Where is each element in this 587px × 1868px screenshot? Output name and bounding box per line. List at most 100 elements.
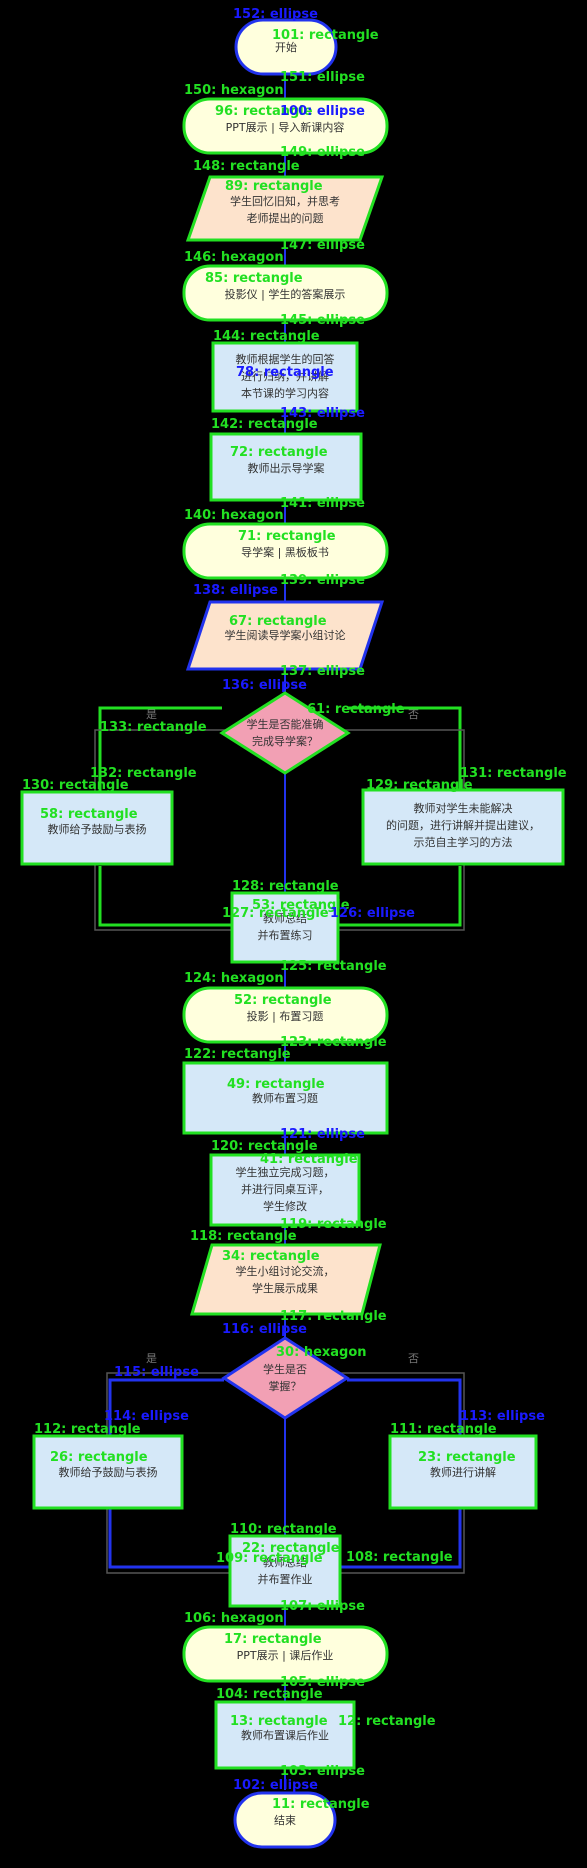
label-118: 118: rectangle (190, 1229, 297, 1244)
group-discussion-text: 学生阅读导学案小组讨论 (225, 628, 346, 642)
label-30: 30: hexagon (276, 1345, 367, 1360)
label-109: 109: rectangle (216, 1551, 323, 1566)
summary-exercise-text-1: 教师总结 (263, 911, 307, 925)
label-22: 22: rectangle (242, 1541, 340, 1556)
label-96: 96: rectangle (215, 104, 313, 119)
end-text: 结束 (274, 1814, 296, 1827)
label-26: 26: rectangle (50, 1450, 148, 1465)
homework-ppt-text: PPT展示 | 课后作业 (237, 1649, 334, 1662)
label-72: 72: rectangle (230, 445, 328, 460)
label-123: 123: rectangle (280, 1035, 387, 1050)
label-149: 149: ellipse (280, 145, 365, 160)
independent-work-text-2: 并进行同桌互评， (241, 1182, 329, 1196)
start-node: 开始 (234, 18, 338, 76)
label-147: 147: ellipse (280, 238, 365, 253)
start-text: 开始 (275, 40, 297, 54)
label-103: 103: ellipse (280, 1764, 365, 1779)
label-17: 17: rectangle (224, 1632, 322, 1647)
group-exchange-node: 学生小组讨论交流， 学生展示成果 (190, 1243, 382, 1316)
yes-label-2: 是 (146, 1352, 157, 1365)
no-label: 否 (408, 708, 419, 721)
label-52: 52: rectangle (234, 993, 332, 1008)
label-142: 142: rectangle (211, 417, 318, 432)
label-100: 100: ellipse (280, 104, 365, 119)
label-115: 115: ellipse (114, 1365, 199, 1380)
praise-text: 教师给予鼓励与表扬 (48, 822, 147, 836)
label-148: 148: rectangle (193, 159, 300, 174)
recall-text-2: 老师提出的问题 (247, 211, 324, 225)
board-node: 导学案 | 黑板板书 (182, 522, 389, 580)
no-branch-line (348, 706, 462, 792)
assign-exercise-node: 教师布置习题 (182, 1061, 389, 1135)
label-122: 122: rectangle (184, 1047, 291, 1062)
label-53: 53: rectangle (252, 898, 350, 913)
label-67: 67: rectangle (229, 614, 327, 629)
decision-complete-node: 学生是否能准确 完成导学案？ (219, 691, 351, 775)
teacher-summary-text-2: 进行归纳，并讲解 (241, 369, 329, 383)
label-106: 106: hexagon (184, 1611, 284, 1626)
label-145: 145: ellipse (280, 313, 365, 328)
label-125: 125: rectangle (280, 959, 387, 974)
label-34: 34: rectangle (222, 1249, 320, 1264)
merge-line-right-2 (340, 1508, 462, 1569)
lecture-text: 教师进行讲解 (430, 1465, 496, 1479)
teacher-summary-text-3: 本节课的学习内容 (241, 386, 329, 400)
label-78: 78: rectangle (236, 365, 334, 380)
label-119: 119: rectangle (280, 1217, 387, 1232)
yes-branch-line (98, 706, 222, 792)
no-branch-line-2 (347, 1378, 462, 1435)
label-23: 23: rectangle (418, 1450, 516, 1465)
label-113: 113: ellipse (460, 1409, 545, 1424)
label-11: 11: rectangle (272, 1797, 370, 1812)
end-node: 结束 (233, 1791, 337, 1849)
label-105: 105: ellipse (280, 1675, 365, 1690)
label-117: 117: rectangle (280, 1309, 387, 1324)
label-131: 131: rectangle (460, 766, 567, 781)
annotation-labels: 152: ellipse 101: rectangle 151: ellipse… (22, 7, 567, 1812)
merge-line-left-2 (108, 1508, 230, 1569)
lecture-node: 教师进行讲解 (388, 1434, 538, 1510)
label-136: 136: ellipse (222, 678, 307, 693)
label-102: 102: ellipse (233, 1778, 318, 1793)
label-144: 144: rectangle (213, 329, 320, 344)
summary-homework-text-1: 教师总结 (263, 1555, 307, 1569)
group-exchange-text-2: 学生展示成果 (252, 1281, 318, 1295)
projection-node: 投影 | 布置习题 (182, 986, 389, 1044)
summary-homework-node: 教师总结 并布置作业 (228, 1534, 342, 1608)
label-120: 120: rectangle (211, 1139, 318, 1154)
label-121: 121: ellipse (280, 1127, 365, 1142)
yes-branch-line-2 (108, 1378, 224, 1435)
label-138: 138: ellipse (193, 583, 278, 598)
decision-master-text-2: 掌握？ (269, 1379, 302, 1393)
praise-text-2: 教师给予鼓励与表扬 (59, 1465, 158, 1479)
group-exchange-text-1: 学生小组讨论交流， (236, 1264, 335, 1278)
label-152: 152: ellipse (233, 7, 318, 22)
decision-master-text-1: 学生是否 (263, 1362, 307, 1376)
summary-exercise-node: 教师总结 并布置练习 (230, 891, 340, 964)
projector-text: 投影仪 | 学生的答案展示 (225, 287, 346, 301)
summary-exercise-text-2: 并布置练习 (258, 928, 313, 942)
recall-text-1: 学生回忆旧知，并思考 (230, 194, 340, 208)
label-116: 116: ellipse (222, 1322, 307, 1337)
merge-line-left (98, 866, 232, 927)
label-129: 129: rectangle (366, 778, 473, 793)
label-151: 151: ellipse (280, 70, 365, 85)
label-126: 126: ellipse (330, 906, 415, 921)
independent-work-text-1: 学生独立完成习题， (236, 1165, 335, 1179)
homework-ppt-node: PPT展示 | 课后作业 (182, 1625, 389, 1683)
independent-work-node: 学生独立完成习题， 并进行同桌互评， 学生修改 (209, 1153, 361, 1227)
merge-line-right (338, 866, 462, 927)
label-141: 141: ellipse (280, 496, 365, 511)
label-13: 13: rectangle (230, 1714, 328, 1729)
label-132: 132: rectangle (90, 766, 197, 781)
label-137: 137: ellipse (280, 664, 365, 679)
teacher-summary-node: 教师根据学生的回答 进行归纳，并讲解 本节课的学习内容 (211, 341, 359, 413)
recall-node: 学生回忆旧知，并思考 老师提出的问题 (185, 175, 385, 242)
yes-label: 是 (146, 708, 157, 721)
guide-sheet-node: 教师出示导学案 (209, 432, 363, 502)
independent-work-text-3: 学生修改 (263, 1199, 307, 1213)
projector-node: 投影仪 | 学生的答案展示 (182, 264, 389, 322)
label-49: 49: rectangle (227, 1077, 325, 1092)
explain-text-3: 示范自主学习的方法 (414, 835, 513, 849)
label-12: 12: rectangle (338, 1714, 436, 1729)
